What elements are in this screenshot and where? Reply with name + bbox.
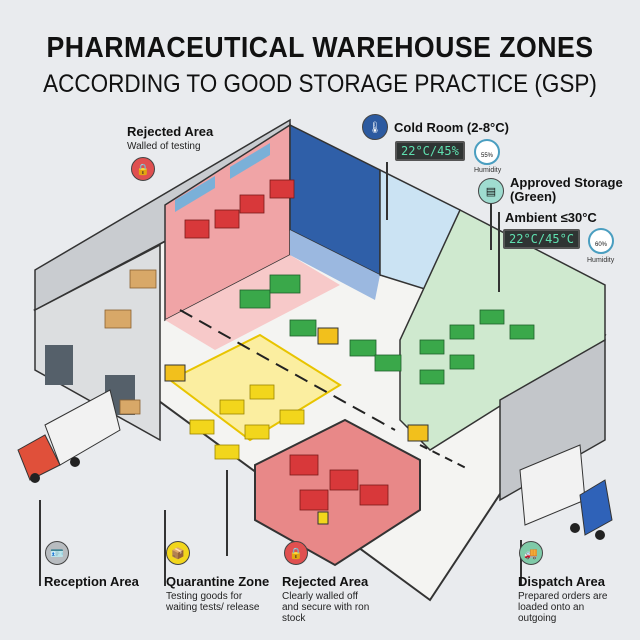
forklift (317, 327, 339, 345)
cold-room-label: Cold Room (2-8°C) (394, 120, 509, 135)
callout-line (164, 510, 166, 586)
callout-line (39, 500, 41, 586)
lock-icon: 🔒 (131, 157, 155, 181)
ambient-temp-display: 22°C/45°C (503, 229, 581, 249)
page-title: PHARMACEUTICAL WAREHOUSE ZONES (46, 32, 594, 64)
window (175, 176, 215, 212)
callout-line (520, 540, 522, 586)
reception-label: Reception Area (44, 574, 139, 589)
dispatch-dock (499, 338, 606, 502)
reception-truck (17, 389, 121, 483)
truck-icon: 🚚 (519, 541, 543, 565)
cold-room-temp-display: 22°C/45% (395, 141, 465, 161)
id-card-icon: 🪪 (45, 541, 69, 565)
thermometer-icon: 🌡 (362, 114, 388, 140)
cold-room-humidity-gauge: 55% (474, 139, 500, 165)
dispatch-desc: Prepared orders are loaded onto an outgo… (518, 591, 608, 624)
quarantine-label: Quarantine Zone (166, 574, 270, 589)
callout-line (386, 162, 388, 220)
rejected-bottom-label: Rejected Area (282, 574, 369, 589)
dispatch-label: Dispatch Area (518, 574, 605, 589)
box-icon: 📦 (166, 541, 190, 565)
callout-line (490, 200, 492, 250)
forklift (164, 364, 186, 382)
approved-storage-label: Approved Storage (Green) (510, 175, 623, 204)
page-subtitle: ACCORDING TO GOOD STORAGE PRACTICE (GSP) (43, 70, 597, 98)
storage-icon: ▤ (478, 178, 504, 204)
rejected-top-label: Rejected Area (127, 124, 214, 139)
rejected-bottom-desc: Clearly walled off and secure with ron s… (282, 591, 370, 624)
cold-room-humidity-label: Humidity (474, 167, 502, 174)
ambient-humidity-label: Humidity (587, 257, 615, 264)
callout-line (226, 470, 228, 556)
dispatch-truck (519, 444, 613, 540)
rejected-top-desc: Walled of testing (127, 141, 201, 152)
ambient-label: Ambient ≤30°C (505, 210, 597, 225)
forklift (407, 424, 429, 442)
ambient-humidity-gauge: 60% (588, 228, 614, 254)
quarantine-desc: Testing goods for waiting tests/ release (166, 591, 260, 613)
window (230, 143, 270, 179)
lock-icon: 🔒 (284, 541, 308, 565)
callout-line (498, 212, 500, 292)
approved-storage-zone (399, 208, 606, 451)
